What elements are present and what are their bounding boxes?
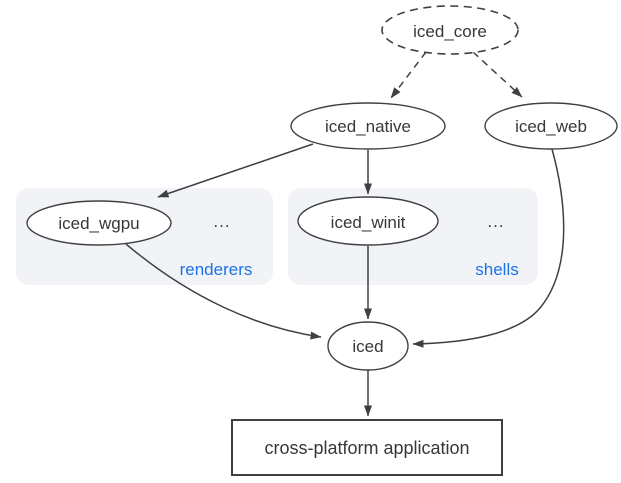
edge-iced_core-iced_native [390, 51, 427, 99]
node-iced_wgpu [26, 200, 172, 246]
edge-iced_wgpu-iced [125, 243, 322, 340]
node-application [231, 419, 503, 476]
label-application: cross-platform application [264, 438, 469, 458]
edge-iced_core-iced_web [472, 51, 523, 98]
label-iced_native: iced_native [325, 117, 411, 136]
edge-iced_web-iced [412, 148, 565, 348]
ellipsis-renderers: ... [213, 212, 230, 231]
label-iced_core: iced_core [413, 22, 487, 41]
node-iced_winit [297, 196, 439, 246]
label-iced_winit: iced_winit [331, 213, 406, 232]
edge-iced_native-iced_wgpu [157, 143, 314, 198]
node-iced_core [381, 5, 519, 55]
node-iced_native [290, 102, 446, 150]
group-label-renderers: renderers [180, 260, 253, 279]
label-iced_web: iced_web [515, 117, 587, 136]
label-iced: iced [352, 337, 383, 356]
node-labels: iced_core iced_native iced_web iced_wgpu… [58, 22, 587, 458]
edges [125, 51, 565, 417]
node-iced [327, 321, 409, 371]
group-labels: renderers shells [180, 260, 519, 279]
group-label-shells: shells [475, 260, 518, 279]
ellipsis-shells: ... [487, 212, 504, 231]
nodes [26, 5, 618, 476]
node-iced_web [484, 102, 618, 150]
label-iced_wgpu: iced_wgpu [58, 214, 139, 233]
